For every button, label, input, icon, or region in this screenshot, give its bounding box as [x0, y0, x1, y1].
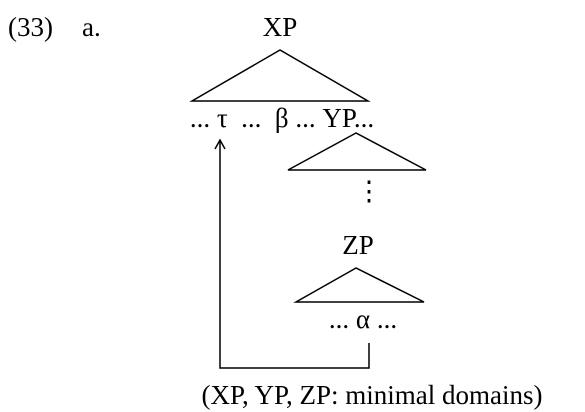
zp-triangle — [293, 267, 425, 303]
zp-node-label: ZP — [342, 230, 374, 260]
vertical-ellipsis: ⋮ — [355, 176, 383, 206]
movement-path — [219, 140, 370, 369]
example-sublabel: a. — [82, 12, 101, 42]
example-number: (33) — [8, 12, 53, 42]
xp-triangle — [189, 49, 371, 102]
movement-arrowhead — [214, 138, 226, 150]
xp-terminal-string: ... τ ... β ... YP... — [189, 103, 375, 133]
caption: (XP, YP, ZP: minimal domains) — [201, 380, 543, 410]
zp-terminal-string: ... α ... — [328, 304, 398, 334]
xp-node-label: XP — [262, 12, 298, 42]
yp-triangle — [287, 132, 427, 171]
